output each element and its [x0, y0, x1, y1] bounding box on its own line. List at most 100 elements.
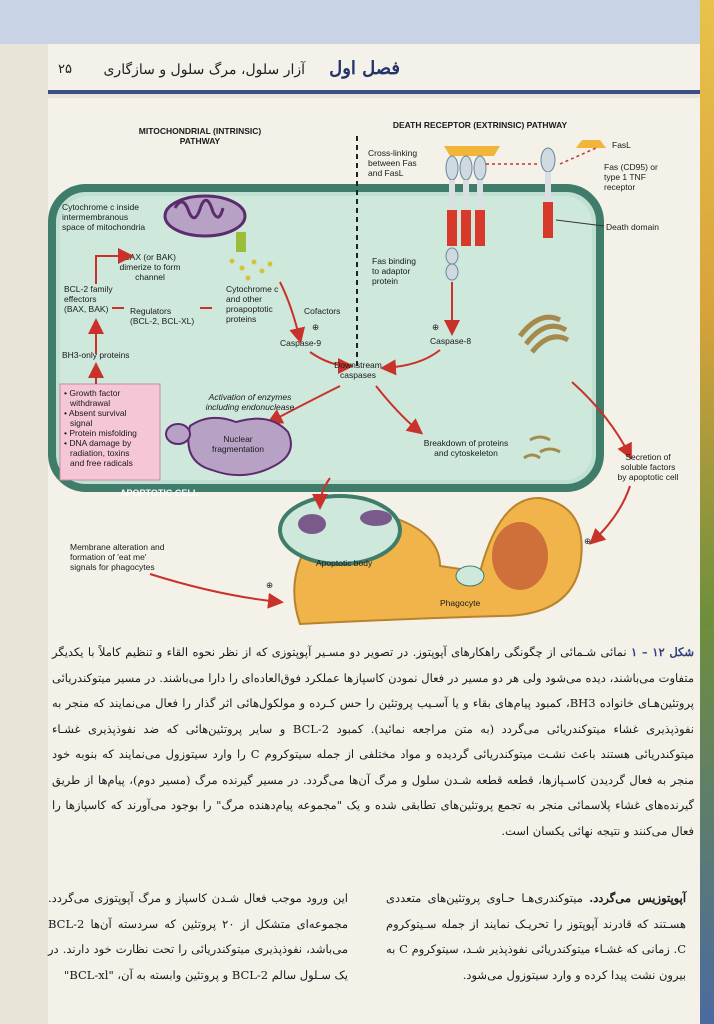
figure-number: شکل ۱۲ – ۱ [630, 645, 695, 659]
death-domain-label: Death domain [606, 222, 659, 232]
cofactors-label: Cofactors [304, 306, 340, 316]
apoptotic-body [278, 494, 402, 566]
membrane-alt-label-2: formation of 'eat me' [70, 552, 147, 562]
bax-label-3: channel [135, 272, 165, 282]
phagocyte-nucleus-icon [492, 522, 548, 590]
apoptotic-cell-label: APOPTOTIC CELL [120, 488, 199, 498]
cytochrome-other-label-2: and other [226, 294, 262, 304]
fas-receptor-label-3: receptor [604, 182, 635, 192]
bcl2-effectors-label-3: (BAX, BAK) [64, 304, 109, 314]
regulators-label-1: Regulators [130, 306, 171, 316]
death-domain-pointer [555, 219, 605, 227]
caspase8-plus: ⊕ [432, 322, 439, 332]
membrane-alt-label-3: signals for phagocytes [70, 562, 155, 572]
stimuli-line-1: • Growth factor [64, 388, 121, 398]
intrinsic-title-2: PATHWAY [180, 136, 221, 146]
caspase9-plus: ⊕ [312, 322, 319, 332]
page-number: ۲۵ [58, 62, 72, 77]
page-edge-tabs [700, 0, 714, 1024]
fasl-binding-dash [559, 147, 597, 165]
fasl-label: FasL [612, 140, 631, 150]
secretion-label-3: by apoptotic cell [618, 472, 679, 482]
fas-trimer-receptor-icon [445, 155, 487, 281]
arrow-bcl2-to-bax [95, 248, 134, 284]
arrow-cyto-to-caspase9 [279, 281, 306, 344]
bax-label-1: BAX (or BAK) [124, 252, 176, 262]
membrane-plus: ⊕ [266, 580, 273, 590]
intrinsic-title: MITOCHONDRIAL (INTRINSIC) [139, 126, 262, 136]
phagosome-icon [455, 565, 485, 587]
chapter-label: فصل اول [329, 58, 400, 79]
cytochrome-other-label-4: proteins [226, 314, 256, 324]
secretion-label-1: Secretion of [625, 452, 671, 462]
breakdown-label-2: and cytoskeleton [434, 448, 498, 458]
phagocyte-label: Phagocyte [440, 598, 480, 608]
activation-enzymes-label-2: including endonuclease [206, 402, 295, 412]
apoptotic-body-fragment-icon [360, 510, 392, 526]
arrow-caspase8-to-downstream [380, 349, 441, 376]
fas-single-receptor-icon [540, 147, 556, 238]
cytochrome-mito-label-1: Cytochrome c inside [62, 202, 139, 212]
phagocyte-plus: ⊕ [584, 536, 591, 546]
bcl2-effectors-label-2: effectors [64, 294, 96, 304]
bax-channel-icon [236, 232, 246, 252]
caspase8-label: Caspase-8 [430, 336, 471, 346]
golgi-icon [518, 314, 570, 354]
downstream-label-1: Downstream [334, 360, 382, 370]
nuclear-frag-label-1: Nuclear [223, 434, 252, 444]
activation-enzymes-label-1: Activation of enzymes [208, 392, 292, 402]
arrow-secretion-to-phagocyte [589, 485, 631, 545]
fas-binding-label-3: protein [372, 276, 398, 286]
cytochrome-dots-icon [229, 258, 273, 281]
nuclear-frag-label-2: fragmentation [212, 444, 264, 454]
cytochrome-mito-label-3: space of mitochondria [62, 222, 145, 232]
stimuli-line-7: radiation, toxins [70, 448, 130, 458]
arrow-caspase9-to-downstream [309, 351, 354, 374]
cross-linking-label-2: between Fas [368, 158, 417, 168]
cell-cytoplasm [60, 196, 592, 480]
fas-receptor-label-1: Fas (CD95) or [604, 162, 658, 172]
bax-label-2: dimerize to form [120, 262, 181, 272]
cytochrome-other-label-1: Cytochrome c [226, 284, 279, 294]
extrinsic-title: DEATH RECEPTOR (EXTRINSIC) PATHWAY [393, 120, 568, 130]
breakdown-label-1: Breakdown of proteins [424, 438, 509, 448]
membrane-alt-label-1: Membrane alteration and [70, 542, 165, 552]
body-column-right: آپوپتوزیس می‌گردد. میتوکندری‌هـا حـاوی پ… [386, 886, 686, 988]
arrow-to-nuclear [266, 385, 341, 424]
arrow-membrane-to-phagocyte [149, 573, 284, 609]
left-column-text: این ورود موجب فعال شـدن کاسپاز و مرگ آپو… [48, 891, 349, 982]
fas-binding-label-2: to adaptor [372, 266, 410, 276]
fasl-icon [576, 140, 606, 148]
bh3-label: BH3-only proteins [62, 350, 130, 360]
arrow-cell-to-body [312, 477, 331, 510]
stimuli-line-5: • Protein misfolding [64, 428, 137, 438]
cytochrome-other-label-3: proapoptotic [226, 304, 274, 314]
fas-receptor-label-2: type 1 TNF [604, 172, 646, 182]
stimuli-line-2: withdrawal [69, 398, 110, 408]
stimuli-line-6: • DNA damage by [64, 438, 132, 448]
downstream-label-2: caspases [340, 370, 376, 380]
apoptosis-pathway-figure: MITOCHONDRIAL (INTRINSIC) PATHWAY DEATH … [48, 120, 679, 626]
figure-caption: شکل ۱۲ – ۱ نمائی شـمائی از چگونگی راهکار… [52, 640, 694, 844]
stimuli-box [59, 383, 161, 481]
body-column-left: این ورود موجب فعال شـدن کاسپاز و مرگ آپو… [48, 886, 348, 988]
fas-binding-label-1: Fas binding [372, 256, 416, 266]
stimuli-line-3: • Absent survival [64, 408, 127, 418]
arrow-to-secretion [571, 381, 632, 460]
fragmented-nucleus-icon [187, 416, 292, 477]
nucleus-fragment-icon [165, 423, 191, 445]
right-column-text: میتوکندری‌هـا حـاوی پروتئین‌های متعددی ه… [386, 891, 686, 982]
mitochondrion-cristae-icon [173, 198, 225, 220]
bcl2-effectors-label-1: BCL-2 family [64, 284, 113, 294]
stimuli-line-4: signal [70, 418, 92, 428]
top-band [0, 0, 714, 44]
apoptotic-body-label: Apoptotic body [316, 558, 373, 568]
cytoskeleton-fragments-icon [523, 435, 561, 460]
fasl-trimer-icon [444, 146, 500, 156]
stimuli-line-8: and free radicals [70, 458, 133, 468]
cytochrome-mito-label-2: intermembranous [62, 212, 128, 222]
secretion-label-2: soluble factors [621, 462, 676, 472]
apoptotic-body-mito-icon [298, 514, 326, 534]
page-header: فصل اول آزار سلول، مرگ سلول و سازگاری ۲۵ [48, 44, 700, 94]
cross-linking-label-3: and FasL [368, 168, 404, 178]
